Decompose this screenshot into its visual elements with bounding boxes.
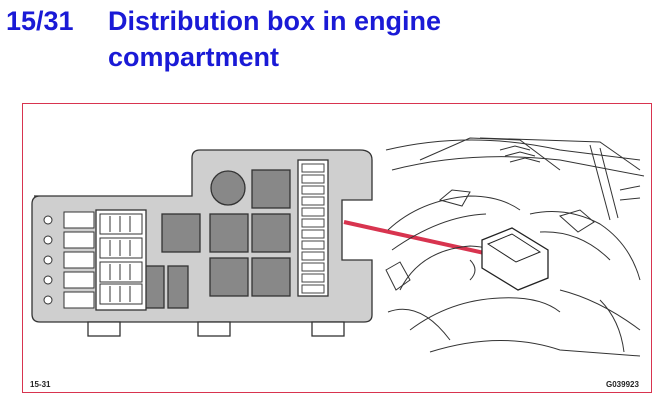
section-number: 15/31 xyxy=(6,6,74,36)
figure-frame xyxy=(22,103,652,393)
page-title-line-1: Distribution box in engine xyxy=(108,6,441,36)
figure-page-ref: 15-31 xyxy=(30,380,51,389)
page-title-line-2: compartment xyxy=(108,42,280,72)
figure-image-code: G039923 xyxy=(606,380,639,389)
distribution-box-diagram xyxy=(31,149,373,337)
distribution-box-location xyxy=(481,227,549,291)
